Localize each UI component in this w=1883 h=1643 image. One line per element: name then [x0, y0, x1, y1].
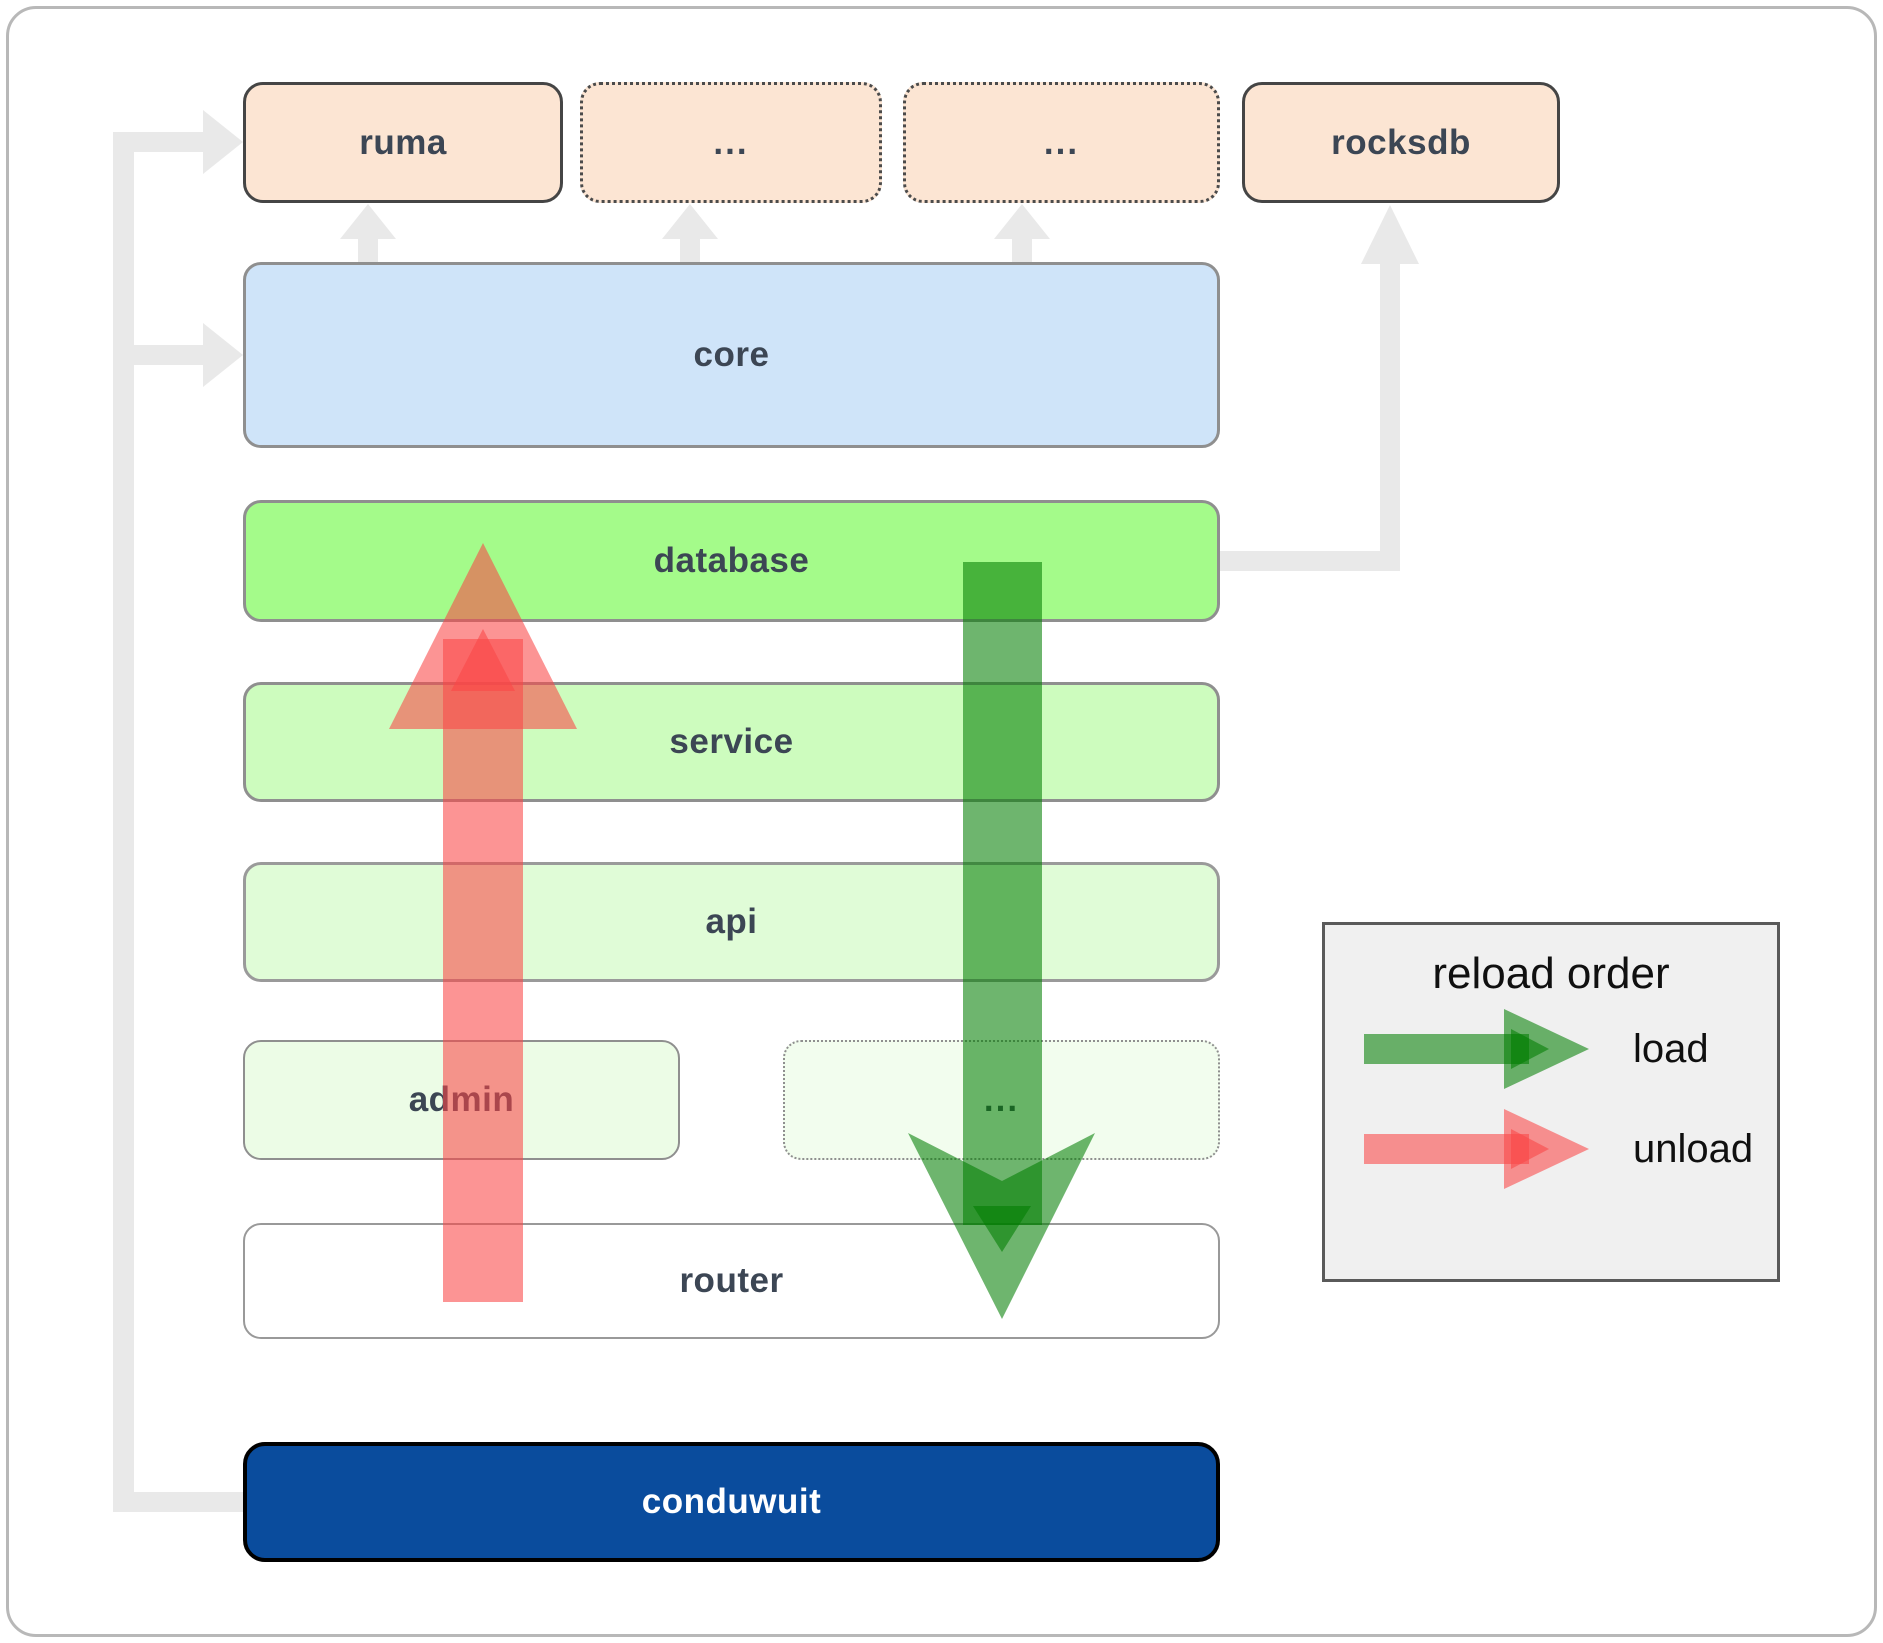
unload-arrow-legend-shapes [1364, 1109, 1589, 1189]
node-api-label: api [705, 902, 758, 941]
load-arrow-legend-shapes [1364, 1009, 1589, 1089]
node-service: service [243, 682, 1220, 802]
core-arrow-shaft [113, 345, 203, 365]
left-rail-line [113, 132, 134, 1512]
database-to-rocksdb-hline [1220, 551, 1390, 571]
legend: reload order load unload [1322, 922, 1780, 1282]
ruma-arrow-shaft [113, 132, 203, 152]
node-database-label: database [653, 541, 810, 580]
node-api: api [243, 862, 1220, 982]
core-to-ruma-shaft [358, 237, 378, 264]
node-router-label: router [679, 1261, 784, 1300]
core-to-crate1-arrowhead-icon [662, 204, 718, 239]
node-crate-dots-1: ... [580, 82, 882, 203]
ruma-arrowhead-icon [203, 110, 243, 174]
node-admin-dots-label: ... [983, 1080, 1020, 1119]
legend-row-load: load [1325, 999, 1777, 1099]
node-router: router [243, 1223, 1220, 1339]
node-service-label: service [669, 722, 794, 761]
node-admin: admin [243, 1040, 680, 1160]
rocksdb-arrowhead-icon [1361, 205, 1419, 264]
legend-load-label: load [1633, 1026, 1709, 1071]
conduwuit-elbow-line [113, 1492, 245, 1512]
node-database: database [243, 500, 1220, 622]
core-to-ruma-arrowhead-icon [340, 204, 396, 239]
node-crate-dots-2: ... [903, 82, 1220, 203]
core-arrowhead-icon [203, 323, 243, 387]
node-admin-label: admin [408, 1080, 515, 1119]
page-border [6, 6, 1877, 1637]
core-to-crate2-arrowhead-icon [994, 204, 1050, 239]
legend-unload-label: unload [1633, 1126, 1754, 1171]
unload-arrow-legend-icon [1364, 1109, 1589, 1189]
node-ruma: ruma [243, 82, 563, 203]
node-rocksdb-label: rocksdb [1331, 122, 1471, 162]
core-to-crate1-shaft [680, 237, 700, 264]
database-to-rocksdb-vline [1380, 260, 1400, 571]
legend-title: reload order [1432, 949, 1670, 998]
node-conduwuit: conduwuit [243, 1442, 1220, 1562]
load-arrow-legend-icon [1364, 1009, 1589, 1089]
node-conduwuit-label: conduwuit [641, 1482, 822, 1521]
node-admin-dots: ... [783, 1040, 1220, 1160]
node-core: core [243, 262, 1220, 448]
node-core-label: core [693, 335, 770, 374]
node-crate-dots-1-label: ... [713, 122, 749, 162]
node-crate-dots-2-label: ... [1043, 122, 1080, 162]
legend-row-unload: unload [1325, 1099, 1777, 1199]
node-ruma-label: ruma [359, 122, 447, 162]
core-to-crate2-shaft [1012, 237, 1032, 264]
node-rocksdb: rocksdb [1242, 82, 1560, 203]
